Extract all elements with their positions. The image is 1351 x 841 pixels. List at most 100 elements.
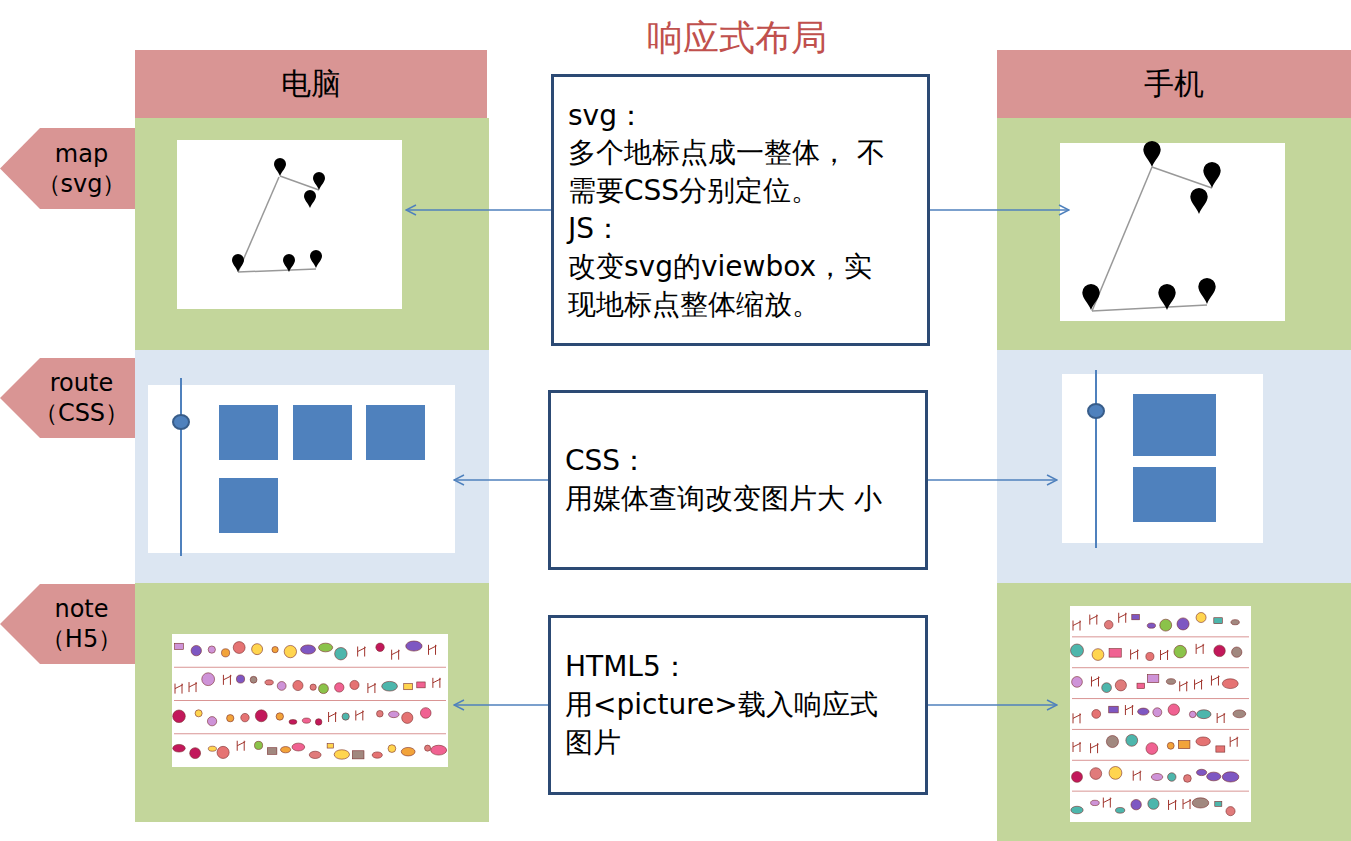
map-pin	[232, 254, 244, 272]
note-glyph	[1116, 807, 1125, 813]
note-glyph	[284, 645, 296, 657]
note-glyph	[1230, 737, 1238, 747]
note-glyph	[329, 712, 337, 722]
note-glyph	[1153, 708, 1162, 717]
note-glyph	[372, 752, 382, 758]
note-glyph	[1072, 771, 1083, 782]
map-pin	[1203, 162, 1220, 188]
note-box: HTML5：用<picture>载入响应式 图片	[548, 615, 928, 795]
note-glyph	[1197, 710, 1211, 719]
note-glyph	[1196, 613, 1206, 623]
note-glyph	[1222, 679, 1238, 689]
note-glyph	[236, 675, 244, 683]
note-glyph	[1214, 618, 1223, 624]
panel	[135, 583, 489, 822]
note-paper	[1070, 606, 1251, 822]
note-glyph	[356, 710, 364, 720]
note-glyph	[377, 710, 384, 717]
note-glyph	[335, 647, 347, 659]
note-paper	[172, 634, 448, 767]
column-header: 电脑	[135, 50, 487, 118]
map-card	[1060, 143, 1285, 321]
row-tag: route （CSS）	[0, 358, 135, 438]
image-block	[219, 478, 278, 533]
note-glyph	[1174, 645, 1187, 658]
map-pins	[1082, 141, 1220, 310]
panel	[135, 118, 489, 350]
note-glyph	[1183, 799, 1191, 809]
row-tag: note （H5）	[0, 584, 135, 664]
note-glyph	[358, 647, 366, 657]
note-glyph	[1073, 621, 1081, 631]
note-text: 多个地标点成一整体， 不需要CSS分别定位。	[568, 134, 908, 210]
map-pin	[1190, 188, 1207, 214]
column-header: 手机	[997, 50, 1351, 118]
note-glyph	[1133, 771, 1141, 781]
header-text: 手机	[1144, 64, 1204, 105]
map-pin	[1198, 278, 1215, 304]
note-glyph	[1115, 680, 1126, 691]
note-glyph	[217, 746, 229, 758]
note-glyph	[1184, 775, 1192, 783]
note-glyph	[241, 713, 249, 721]
note-glyph	[1073, 742, 1081, 752]
note-glyph	[1109, 766, 1122, 779]
panel	[135, 350, 489, 583]
image-block	[1133, 394, 1216, 456]
note-glyph	[250, 676, 257, 683]
note-glyph	[267, 748, 276, 755]
note-glyph	[389, 711, 400, 717]
note-glyph	[1103, 798, 1111, 808]
note-glyph	[309, 751, 321, 758]
map-pin	[1143, 141, 1160, 167]
note-glyph	[1233, 710, 1246, 718]
note-text: JS：	[568, 210, 908, 248]
note-glyph	[1109, 649, 1121, 658]
note-glyph	[1214, 645, 1225, 656]
note-glyph	[189, 682, 197, 692]
diagram-title: 响应式布局	[537, 14, 937, 63]
map-line	[1152, 167, 1212, 188]
note-rule	[1072, 729, 1249, 730]
note-glyph	[404, 684, 413, 690]
pointer-arrow	[928, 704, 1057, 706]
note-glyph	[254, 741, 262, 749]
note-glyph	[1195, 679, 1203, 689]
note-glyph	[388, 745, 396, 753]
note-glyph	[1177, 618, 1189, 630]
note-glyph	[255, 710, 267, 722]
image-block	[1133, 467, 1216, 522]
note-glyph	[401, 747, 415, 755]
pointer-arrow	[928, 479, 1057, 481]
note-glyph	[281, 747, 291, 753]
note-glyph	[1168, 773, 1176, 781]
map-route-lines	[238, 176, 319, 272]
note-glyph	[1178, 740, 1190, 748]
note-glyph	[1071, 644, 1084, 657]
note-glyph	[1073, 713, 1081, 723]
timeline-dot	[173, 415, 189, 429]
note-glyph	[265, 680, 273, 685]
map-pin	[304, 190, 316, 208]
note-glyph	[1161, 650, 1169, 660]
note-glyph	[1091, 743, 1099, 753]
note-glyph	[1109, 706, 1118, 713]
note-box: svg：多个地标点成一整体， 不需要CSS分别定位。JS：改变svg的viewb…	[551, 74, 930, 346]
note-glyph	[1148, 798, 1159, 809]
note-glyph	[1132, 614, 1140, 619]
note-glyph	[1102, 683, 1112, 693]
note-glyph	[1147, 623, 1155, 628]
note-glyph	[292, 743, 305, 751]
note-glyph	[1119, 613, 1127, 623]
header-text: 电脑	[281, 64, 341, 105]
map-pin	[1158, 284, 1175, 310]
note-glyph	[319, 643, 333, 652]
note-rule	[1072, 791, 1249, 792]
note-glyph	[327, 744, 333, 748]
note-glyph	[173, 744, 185, 752]
note-rule	[1072, 667, 1249, 668]
tag-outline	[0, 358, 135, 438]
map-pin	[274, 158, 286, 176]
note-glyph	[319, 684, 329, 694]
